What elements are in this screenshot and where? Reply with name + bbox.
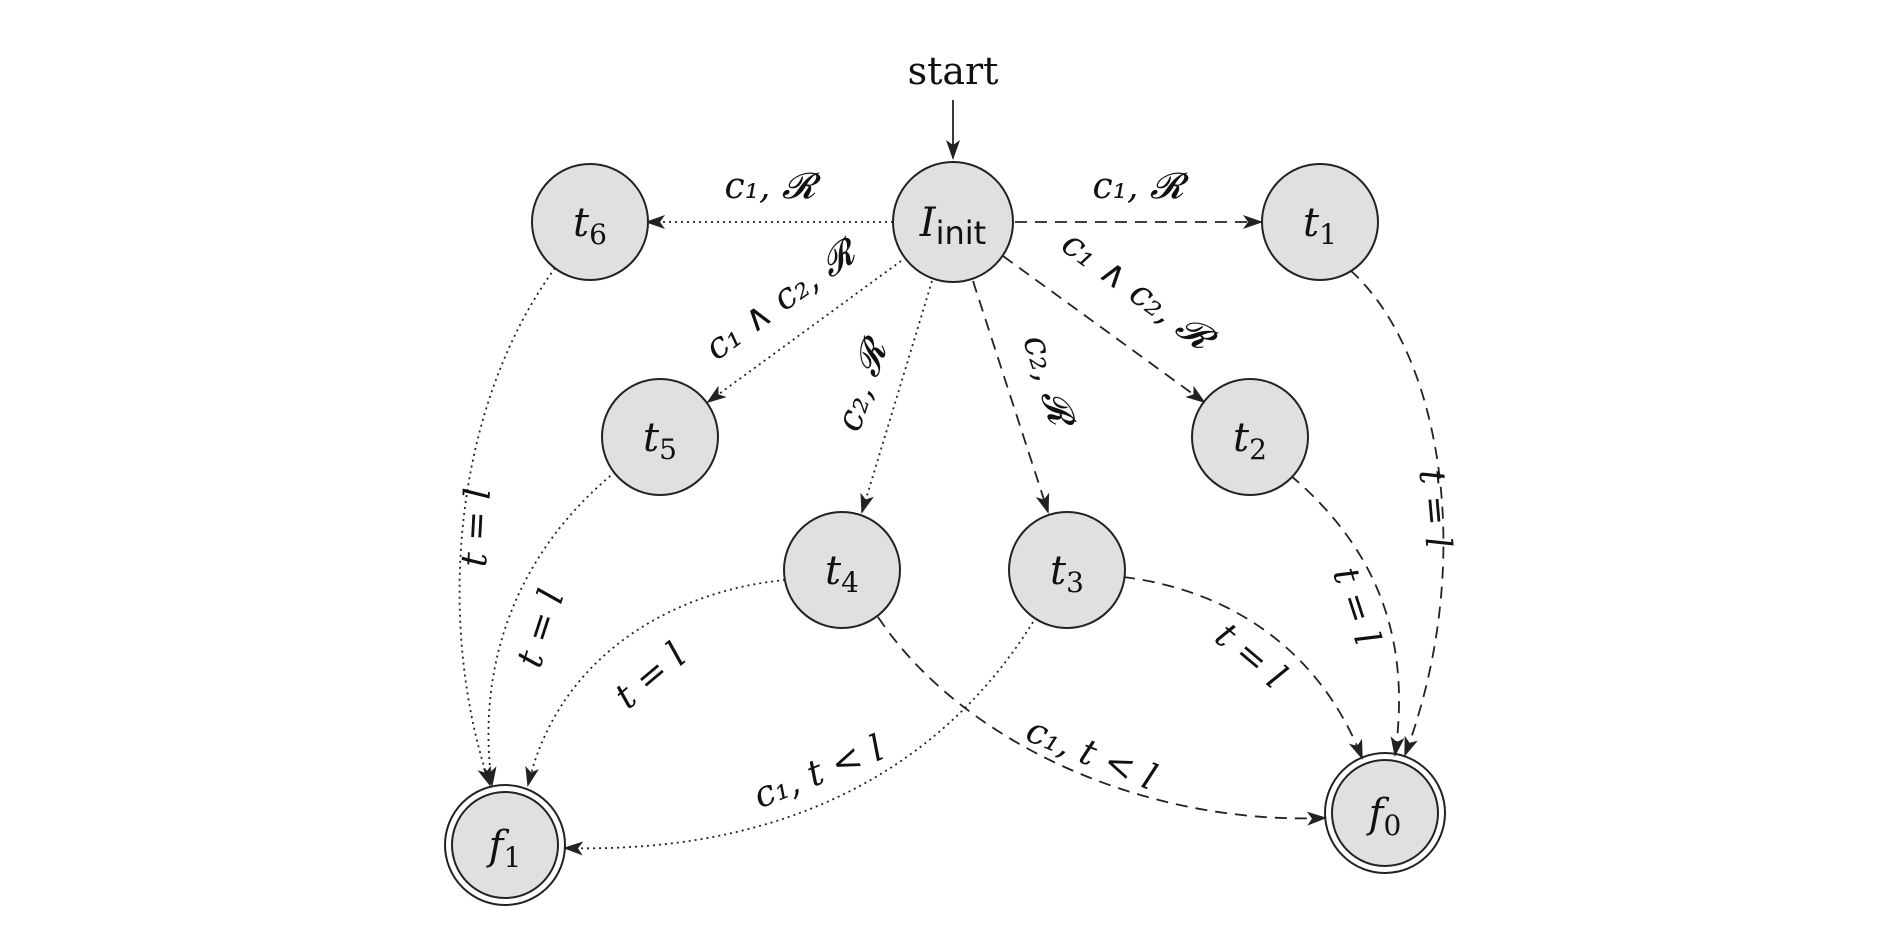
label-t2-f0: t = l [1324,563,1387,651]
node-t4-circle [783,511,901,629]
label-t6-f1: t = l [454,487,499,568]
edge-init-t5 [706,260,902,404]
node-t6-label: t6 [573,200,607,251]
label-t4-f1: t = l [607,635,694,717]
node-f0-outer-ring [1324,752,1446,874]
edge-t3-f1 [563,621,1034,856]
edge-init-t2 [1002,255,1206,404]
edge-init-t4 [860,280,933,514]
label-t5-f1: t = l [509,585,572,673]
node-t3-circle [1008,511,1126,629]
node-t6: t6 [531,163,649,281]
node-f1: f1 [444,784,566,906]
label-t4-f0: c₁, t < l [1020,710,1162,799]
label-init-t4: c₂, 𝓡 [828,331,897,436]
edge-t4-f0 [877,616,1327,826]
label-t1-f0: t = l [1411,468,1459,550]
label-t3-f1: c₁, t < l [748,728,890,817]
node-f1-outer-ring [444,784,566,906]
node-t4-label: t4 [825,548,859,599]
node-t2-circle [1191,378,1309,496]
node-t1-label: t1 [1303,200,1337,251]
node-t3: t3 [1008,511,1126,629]
node-t2: t2 [1191,378,1309,496]
node-t1-circle [1261,163,1379,281]
node-t4: t4 [783,511,901,629]
edge-t5-f1 [482,471,616,787]
node-init-circle [892,161,1014,283]
node-t5: t5 [601,378,719,496]
node-f0: f0 [1324,752,1446,874]
edge-t4-f1 [525,579,786,787]
node-t5-label: t5 [643,415,677,466]
edge-init-t3 [972,280,1050,514]
edge-t3-f0 [1122,576,1363,760]
edge-t2-f0 [1289,474,1405,757]
node-t3-label: t3 [1050,548,1084,599]
start-label: start [908,49,999,93]
node-f0-circle [1331,759,1439,867]
label-init-t6: c₁, 𝓡 [724,166,821,207]
node-init-label: Iinit [919,200,986,252]
node-f0-label: f0 [1366,791,1402,842]
node-t5-circle [601,378,719,496]
label-t3-f0: t = l [1207,615,1294,697]
edge-t1-f0 [1349,269,1445,757]
label-init-t2: c₁ ∧ c₂, 𝓡 [1054,223,1225,363]
label-init-t5: c₁ ∧ c₂, 𝓡 [697,229,868,369]
node-t2-label: t2 [1233,415,1267,466]
node-t1: t1 [1261,163,1379,281]
node-init: Iinit [892,161,1014,283]
node-f1-circle [451,791,559,899]
node-t6-circle [531,163,649,281]
label-init-t3: c₂, 𝓡 [1014,330,1083,435]
label-init-t1: c₁, 𝓡 [1092,166,1189,207]
start-arrow: start [908,49,999,160]
